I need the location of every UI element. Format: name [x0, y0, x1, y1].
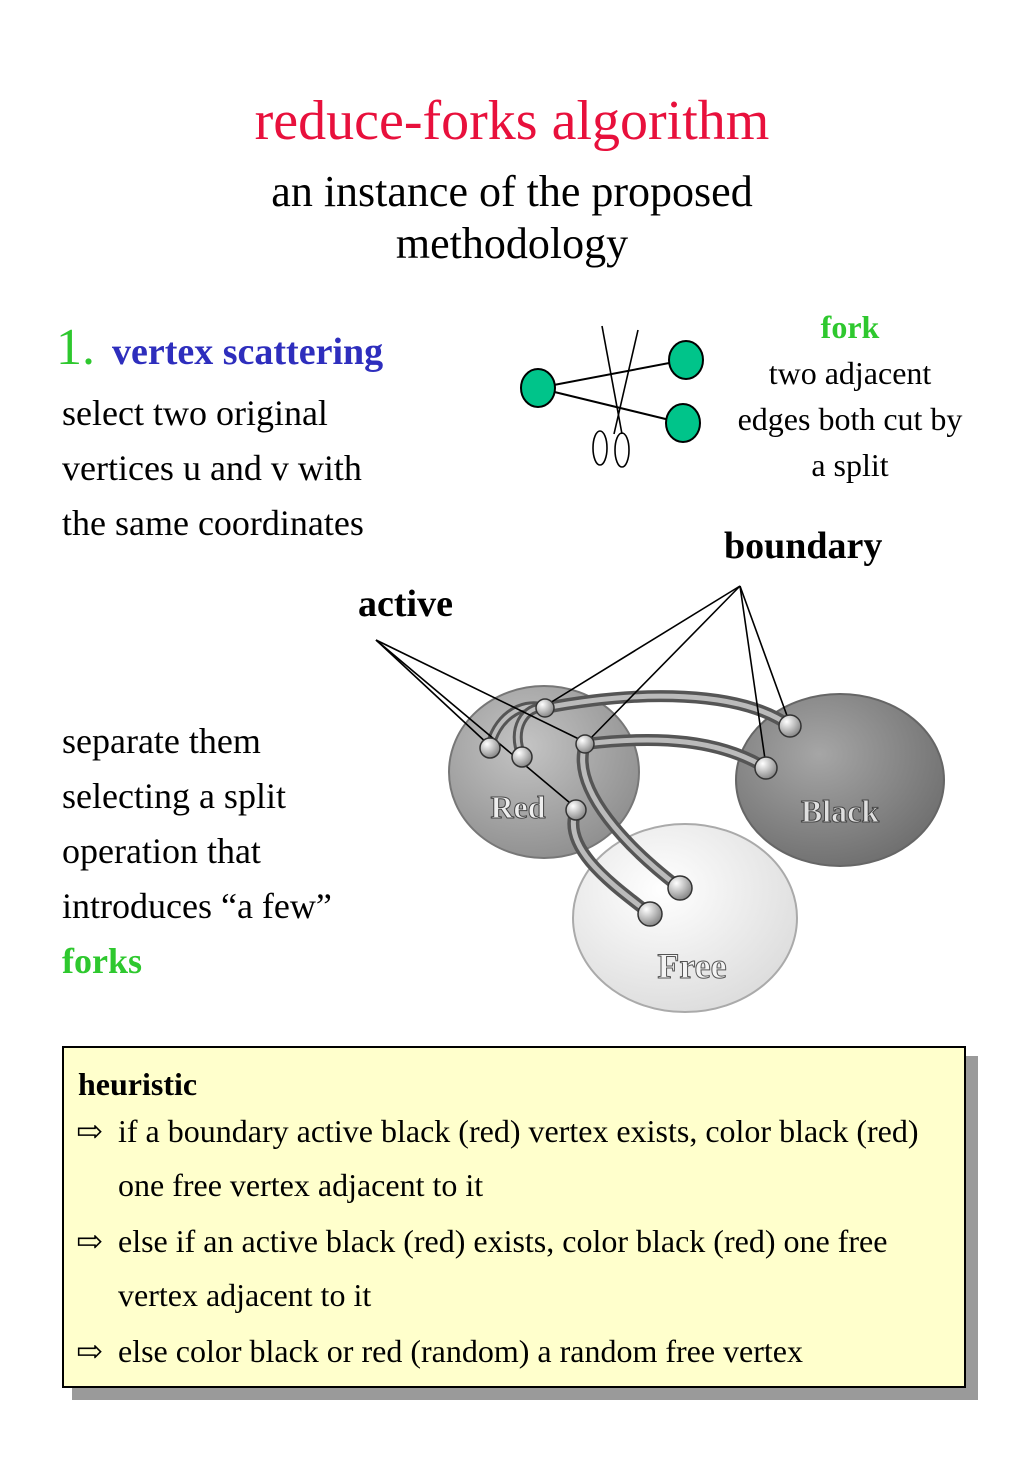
- hollow-right-arrow-icon: ⇨: [76, 1333, 103, 1369]
- sets-diagram: Red Black Free: [375, 585, 945, 1013]
- vertex-black-1: [778, 714, 802, 738]
- boundary-label: boundary: [724, 525, 883, 567]
- scissors-icon: [592, 325, 639, 468]
- paragraph-separate-text: separate them selecting a split operatio…: [62, 721, 332, 926]
- fork-center-vertex: [520, 368, 556, 408]
- red-set-label: Red: [490, 789, 545, 825]
- heuristic-rule-1-text: if a boundary active black (red) vertex …: [118, 1113, 919, 1203]
- fork-vertex-bottom: [665, 403, 701, 443]
- vertex-red-4: [575, 734, 595, 754]
- paragraph-select-vertices: select two original vertices u and v wit…: [62, 393, 364, 543]
- heuristic-rule-3-text: else color black or red (random) a rando…: [118, 1333, 803, 1369]
- pointer-lines: [375, 585, 791, 809]
- vertex-free-1: [667, 875, 693, 901]
- free-set-label: Free: [657, 946, 726, 986]
- vertex-free-2: [637, 901, 663, 927]
- step-number: 1.: [56, 319, 95, 376]
- black-set-label: Black: [801, 793, 879, 829]
- hollow-right-arrow-icon: ⇨: [76, 1113, 103, 1149]
- vertex-black-2: [754, 756, 778, 780]
- heuristic-box: heuristic: [62, 1046, 966, 1388]
- vertices: [479, 698, 802, 927]
- hollow-right-arrow-icon: ⇨: [76, 1223, 103, 1259]
- vertex-red-2: [511, 746, 533, 768]
- forks-highlight: forks: [62, 941, 142, 981]
- vertex-red-3: [535, 698, 555, 718]
- free-set: [572, 823, 798, 1013]
- heuristic-rule-2-text: else if an active black (red) exists, co…: [118, 1223, 888, 1313]
- heuristic-rule-2: ⇨ else if an active black (red) exists, …: [76, 1214, 956, 1322]
- page-title: reduce-forks algorithm: [254, 90, 770, 152]
- step-title: vertex scattering: [112, 331, 384, 373]
- vertex-red-5: [565, 799, 587, 821]
- paragraph-separate: separate them selecting a split operatio…: [62, 714, 382, 989]
- active-label: active: [358, 583, 453, 625]
- fork-definition-text: two adjacent edges both cut by a split: [737, 355, 963, 483]
- heuristic-title: heuristic: [78, 1066, 198, 1102]
- vertex-red-1: [479, 737, 501, 759]
- heuristic-rule-3: ⇨ else color black or red (random) a ran…: [76, 1324, 956, 1378]
- page-subtitle: an instance of the proposed methodology: [271, 167, 753, 268]
- fork-vertex-top: [668, 340, 704, 380]
- fork-illustration: [520, 325, 704, 468]
- fork-definition-title: fork: [820, 309, 880, 345]
- heuristic-rule-1: ⇨ if a boundary active black (red) verte…: [76, 1104, 956, 1212]
